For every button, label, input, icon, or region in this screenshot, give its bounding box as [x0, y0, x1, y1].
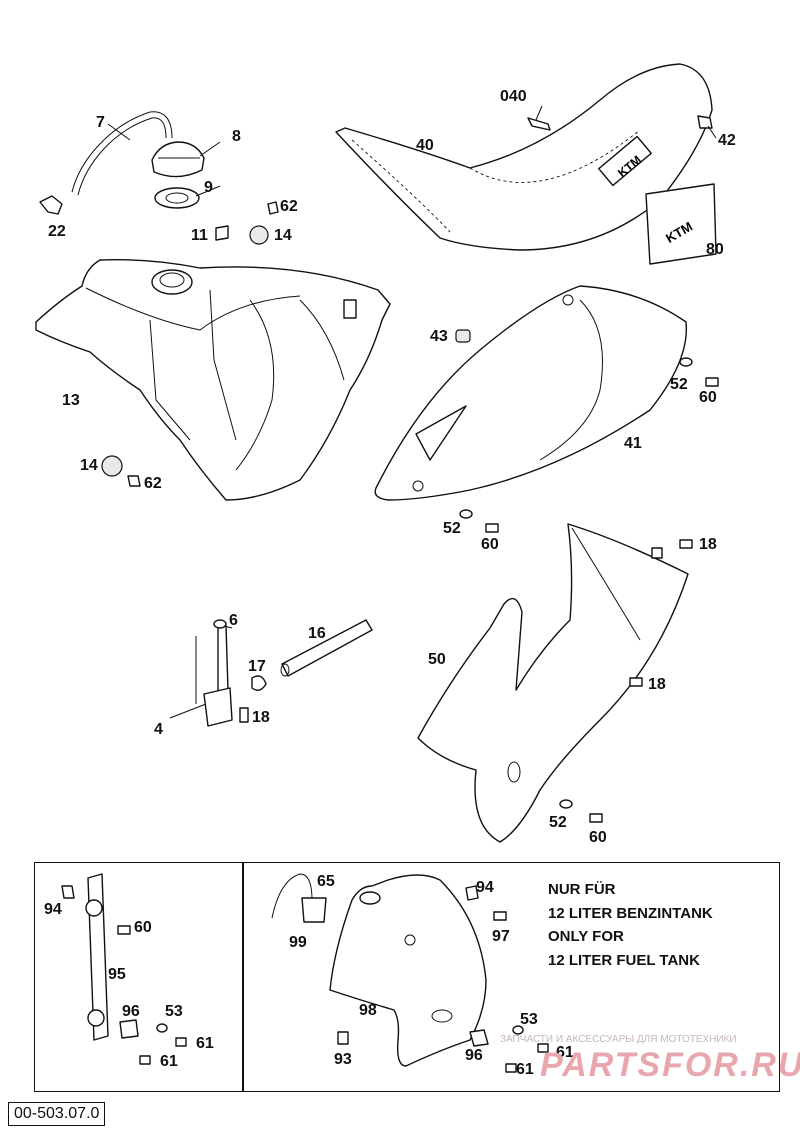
diagram-id: 00-503.07.0: [8, 1102, 106, 1126]
callout-9: 9: [204, 179, 213, 196]
fuel-hose-16: [280, 619, 373, 677]
fuel-tank-note: NUR FÜR 12 LITER BENZINTANK ONLY FOR 12 …: [548, 878, 713, 972]
bolt-62: [267, 201, 279, 215]
callout-61-c: 61: [556, 1044, 574, 1061]
callout-62-lower: 62: [144, 475, 162, 492]
inset-frame-left: [34, 862, 244, 1092]
callout-18-c: 18: [252, 709, 270, 726]
screw-60: [705, 377, 719, 387]
tank-cap-seal-9: [154, 187, 200, 209]
tank-cap-8: [151, 141, 205, 178]
fuel-tank-13: [35, 258, 391, 501]
callout-42: 42: [718, 132, 736, 149]
inset-left-parts: [61, 873, 187, 1065]
callout-96-a: 96: [122, 1003, 140, 1020]
callout-60-b: 60: [481, 536, 499, 553]
bolt-18-mid: [629, 677, 643, 687]
side-panel-50: [417, 523, 689, 843]
callout-60-d: 60: [134, 919, 152, 936]
rubber-43: [455, 329, 471, 343]
callout-62-top: 62: [280, 198, 298, 215]
callout-7: 7: [96, 114, 105, 131]
callout-040: 040: [500, 88, 527, 105]
callout-94-b: 94: [476, 879, 494, 896]
callout-16: 16: [308, 625, 326, 642]
note-line-1: NUR FÜR: [548, 881, 616, 898]
callout-93: 93: [334, 1051, 352, 1068]
callout-94-a: 94: [44, 901, 62, 918]
callout-61-b: 61: [160, 1053, 178, 1070]
note-line-4: 12 LITER FUEL TANK: [548, 951, 700, 969]
seat-40: KTM: [335, 63, 713, 251]
callout-60-c: 60: [589, 829, 607, 846]
note-line-3: ONLY FOR: [548, 928, 624, 945]
callout-80: 80: [706, 241, 724, 258]
note-line-2: 12 LITER BENZINTANK: [548, 904, 713, 922]
callout-97: 97: [492, 928, 510, 945]
callout-41: 41: [624, 435, 642, 452]
callout-95: 95: [108, 966, 126, 983]
callout-52-b: 52: [443, 520, 461, 537]
rubber-bushing-14-lower: [101, 455, 123, 477]
seat-bracket-42: [697, 115, 713, 129]
callout-40: 40: [416, 137, 434, 154]
callout-11: 11: [191, 227, 208, 244]
washer-52: [679, 357, 693, 367]
callout-53-b: 53: [520, 1011, 538, 1028]
side-spoiler-41: [374, 285, 688, 501]
elbow-fitting-22: [39, 195, 63, 215]
callout-52-a: 52: [670, 376, 688, 393]
callout-50: 50: [428, 651, 446, 668]
callout-14-top: 14: [274, 227, 292, 244]
fuel-hose-7: [71, 111, 173, 193]
screw-11: [215, 225, 229, 241]
callout-14-lower: 14: [80, 457, 98, 474]
leader-lines: [107, 105, 717, 719]
callout-8: 8: [232, 128, 241, 145]
washer-52-c: [559, 799, 573, 809]
tank-decal-80: KTM: [645, 183, 717, 265]
callout-13: 13: [62, 392, 80, 409]
callout-98: 98: [359, 1002, 377, 1019]
callout-96-b: 96: [465, 1047, 483, 1064]
hose-clamp-17: [251, 675, 267, 691]
screw-60-c: [589, 813, 603, 823]
screw-18: [239, 707, 249, 723]
callout-43: 43: [430, 328, 448, 345]
callout-22: 22: [48, 223, 66, 240]
callout-53-a: 53: [165, 1003, 183, 1020]
callout-52-c: 52: [549, 814, 567, 831]
callout-61-d: 61: [516, 1061, 534, 1078]
washer-52-b: [459, 509, 473, 519]
filter-6: [213, 619, 227, 629]
fuel-tap-4: [195, 625, 233, 727]
callout-99: 99: [289, 934, 307, 951]
bolt-62-lower: [127, 475, 141, 487]
callout-18-b: 18: [648, 676, 666, 693]
screw-60-b: [485, 523, 499, 533]
callout-65: 65: [317, 873, 335, 890]
rubber-bushing-14: [249, 225, 269, 245]
watermark-tagline: ЗАПЧАСТИ И АКСЕССУАРЫ ДЛЯ МОТОТЕХНИКИ: [500, 1034, 737, 1045]
inset-frame-right: [242, 862, 780, 1092]
callout-60-a: 60: [699, 389, 717, 406]
bolt-18-top: [679, 539, 693, 549]
callout-61-a: 61: [196, 1035, 214, 1052]
watermark-logo: PARTSFOR.RU: [540, 1046, 800, 1084]
callout-17: 17: [248, 658, 266, 675]
callout-4: 4: [154, 721, 163, 738]
callout-6: 6: [229, 612, 238, 629]
callout-18-a: 18: [699, 536, 717, 553]
inset-right-parts: [271, 873, 549, 1073]
